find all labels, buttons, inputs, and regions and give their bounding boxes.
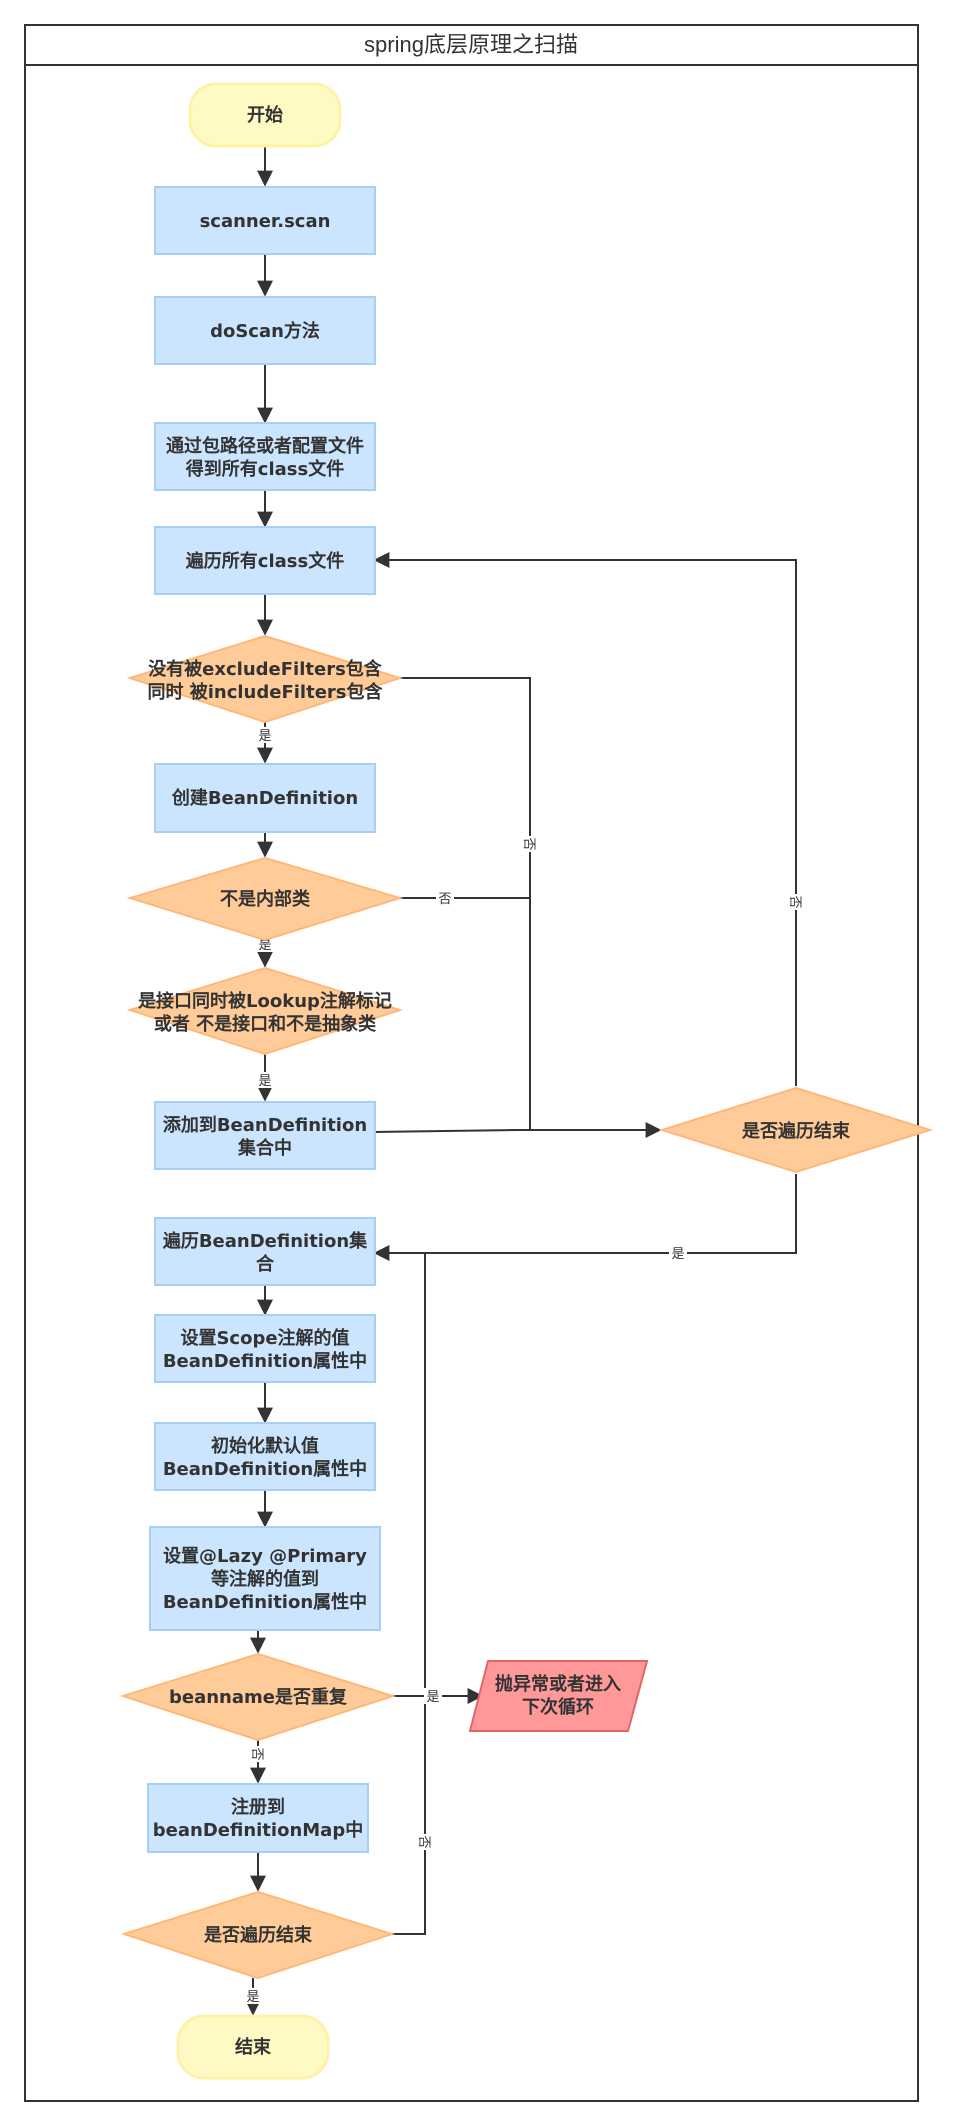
register-node[interactable]: 注册到 beanDefinitionMap中 (147, 1783, 369, 1853)
edge-loop2-no (392, 1253, 426, 1935)
edge-label-inner-yes: 是 (258, 938, 271, 953)
set-annotations-node[interactable]: 设置@Lazy @Primary 等注解的值到 BeanDefinition属性… (149, 1526, 381, 1631)
set-annotations-label-1: 设置@Lazy @Primary (163, 1546, 367, 1567)
add-bean-def-node[interactable]: 添加到BeanDefinition 集合中 (154, 1101, 376, 1170)
iteration-done-decision-2[interactable]: 是否遍历结束 (120, 1890, 396, 1980)
edge-loop1-no (373, 552, 797, 1086)
edge-labels: 是 否 否 是 是 否 是 是 否 否 是 (244, 727, 805, 2005)
edge-label-filters-no: 否 (521, 837, 536, 850)
create-bean-def-node[interactable]: 创建BeanDefinition (154, 763, 376, 833)
iteration-done-decision-1[interactable]: 是否遍历结束 (658, 1086, 934, 1174)
swimlane-frame: spring底层原理之扫描 (24, 24, 919, 2102)
throw-or-next-label-1: 抛异常或者进入 (495, 1673, 621, 1695)
iteration-done-1-label: 是否遍历结束 (741, 1120, 851, 1142)
iterate-bean-defs-label-2: 合 (256, 1253, 275, 1275)
register-label-2: beanDefinitionMap中 (153, 1819, 363, 1841)
edge-label-filters-yes: 是 (258, 729, 271, 744)
edge-add-loop1 (374, 1129, 530, 1133)
scan-node[interactable]: scanner.scan (154, 186, 376, 255)
create-bean-def-label: 创建BeanDefinition (171, 787, 358, 809)
init-defaults-label-1: 初始化默认值 (211, 1435, 319, 1457)
check-filters-label-1: 没有被excludeFilters包含 (148, 658, 383, 680)
scan-label: scanner.scan (200, 211, 331, 232)
edge-label-interface-yes: 是 (258, 1074, 271, 1089)
iterate-class-files-label: 遍历所有class文件 (185, 550, 344, 572)
edge-label-loop1-no: 否 (787, 895, 802, 908)
set-scope-label-1: 设置Scope注解的值 (180, 1327, 349, 1349)
set-scope-node[interactable]: 设置Scope注解的值 BeanDefinition属性中 (154, 1314, 376, 1383)
edge-filters-no (400, 677, 662, 1138)
edge-label-inner-no: 否 (438, 892, 451, 907)
start-label: 开始 (247, 104, 283, 126)
get-class-files-node[interactable]: 通过包路径或者配置文件 得到所有class文件 (154, 422, 376, 491)
end-node[interactable]: 结束 (176, 2014, 330, 2080)
register-label-1: 注册到 (231, 1796, 285, 1818)
iterate-bean-defs-label-1: 遍历BeanDefinition集 (162, 1230, 368, 1252)
check-interface-label-2: 或者 不是接口和不是抽象类 (154, 1013, 377, 1035)
check-interface-decision[interactable]: 是接口同时被Lookup注解标记 或者 不是接口和不是抽象类 (126, 966, 404, 1056)
end-label: 结束 (235, 2036, 272, 2058)
check-beanname-decision[interactable]: beanname是否重复 (119, 1652, 397, 1742)
add-bean-def-label-2: 集合中 (237, 1137, 292, 1159)
check-interface-label-1: 是接口同时被Lookup注解标记 (137, 990, 392, 1012)
check-filters-decision[interactable]: 没有被excludeFilters包含 同时 被includeFilters包含 (126, 634, 404, 724)
not-inner-class-decision[interactable]: 不是内部类 (126, 856, 404, 942)
not-inner-class-label: 不是内部类 (220, 888, 311, 910)
init-defaults-label-2: BeanDefinition属性中 (163, 1458, 367, 1480)
start-node[interactable]: 开始 (188, 82, 342, 148)
set-annotations-label-2: 等注解的值到 (211, 1568, 319, 1590)
iterate-class-files-node[interactable]: 遍历所有class文件 (154, 526, 376, 595)
doscan-label: doScan方法 (210, 320, 320, 342)
edge-label-loop2-no: 否 (416, 1835, 431, 1848)
check-filters-label-2: 同时 被includeFilters包含 (147, 681, 383, 703)
edge-label-beanname-no: 否 (249, 1747, 264, 1760)
check-beanname-label: beanname是否重复 (169, 1686, 348, 1708)
add-bean-def-label-1: 添加到BeanDefinition (163, 1114, 367, 1136)
get-class-files-label-2: 得到所有class文件 (185, 458, 344, 480)
set-annotations-label-3: BeanDefinition属性中 (163, 1591, 367, 1613)
diagram-title: spring底层原理之扫描 (364, 32, 578, 57)
edge-label-beanname-yes: 是 (426, 1690, 439, 1705)
edge-label-loop1-yes: 是 (671, 1247, 684, 1262)
iteration-done-2-label: 是否遍历结束 (203, 1924, 313, 1946)
throw-or-next-label-2: 下次循环 (522, 1696, 594, 1718)
init-defaults-node[interactable]: 初始化默认值 BeanDefinition属性中 (154, 1422, 376, 1491)
set-scope-label-2: BeanDefinition属性中 (163, 1350, 367, 1372)
edge-label-loop2-yes: 是 (246, 1990, 259, 2005)
edge-loop1-yes (373, 1174, 797, 1261)
get-class-files-label-1: 通过包路径或者配置文件 (166, 435, 364, 457)
doscan-node[interactable]: doScan方法 (154, 296, 376, 365)
iterate-bean-defs-node[interactable]: 遍历BeanDefinition集 合 (154, 1217, 376, 1286)
throw-or-next-node[interactable]: 抛异常或者进入 下次循环 (468, 1660, 649, 1732)
